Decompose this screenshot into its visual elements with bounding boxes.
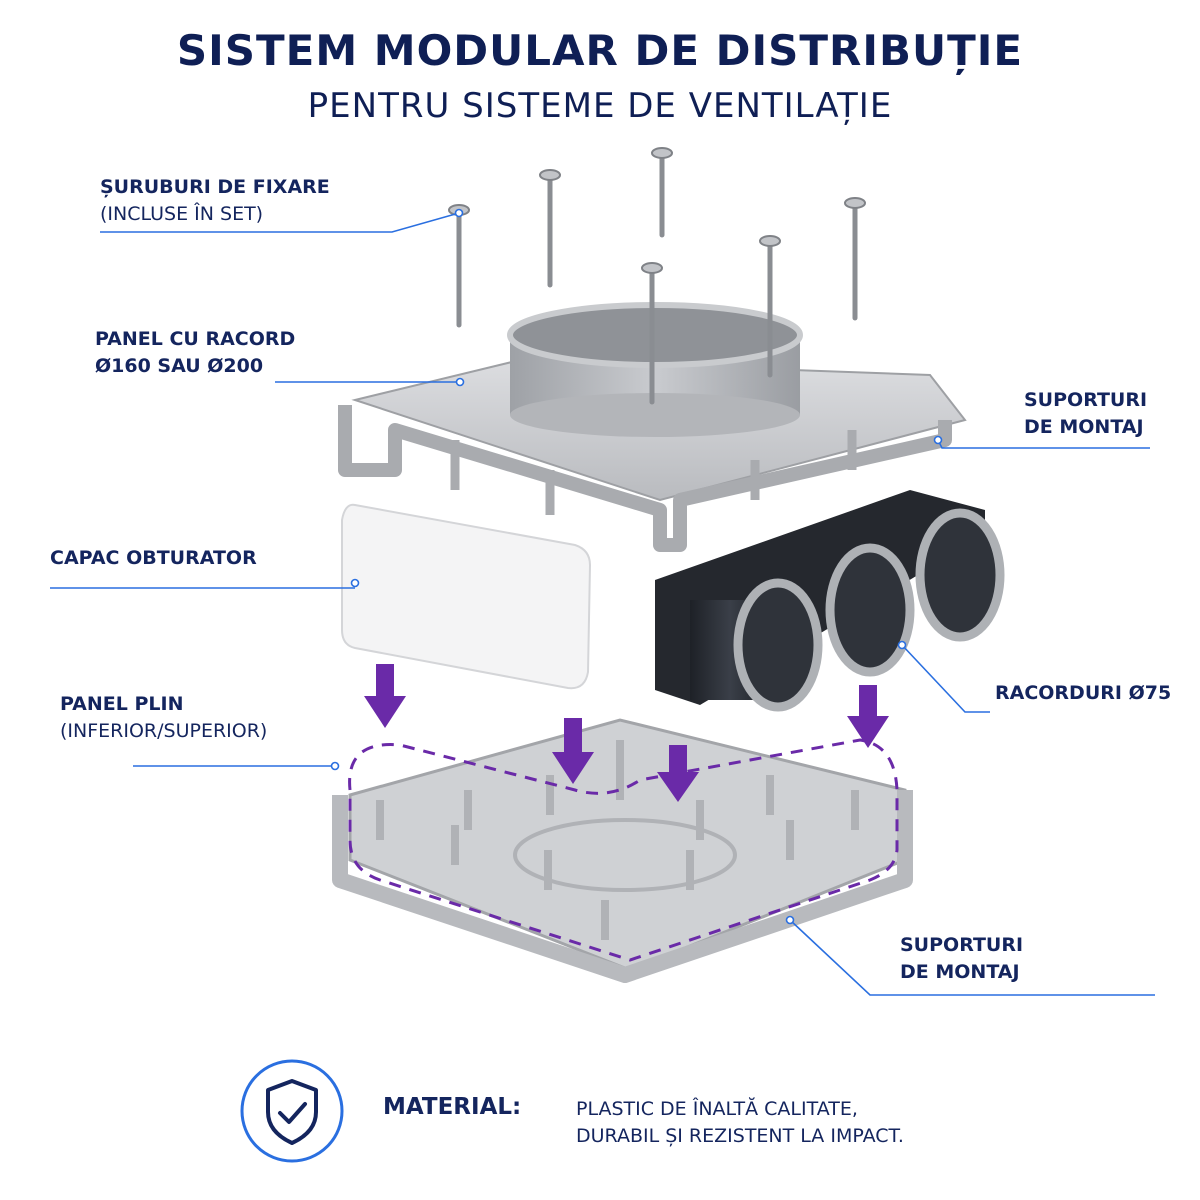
label-cap: CAPAC OBTURATOR (50, 545, 257, 572)
label-racords: RACORDURI Ø75 (995, 680, 1171, 707)
material-line2: DURABIL ȘI REZISTENT LA IMPACT. (576, 1125, 904, 1147)
label-supports-bottom: SUPORTURI DE MONTAJ (900, 932, 1023, 986)
shield-check-icon (238, 1057, 346, 1165)
arrow-down-icon (364, 664, 406, 728)
cap-obturator (341, 503, 592, 690)
assembly-arrows (364, 664, 889, 802)
material-description: PLASTIC DE ÎNALTĂ CALITATE, DURABIL ȘI R… (576, 1096, 904, 1150)
arrow-down-icon (657, 745, 699, 802)
label-supports-top: SUPORTURI DE MONTAJ (1024, 387, 1147, 441)
label-supports-top-line1: SUPORTURI (1024, 389, 1148, 411)
label-panel-racord: PANEL CU RACORD Ø160 SAU Ø200 (95, 326, 295, 380)
label-supports-bottom-line2: DE MONTAJ (900, 961, 1020, 983)
label-panel-plin-title: PANEL PLIN (60, 693, 184, 715)
leader-lines (50, 212, 1155, 996)
page-title: SISTEM MODULAR DE DISTRIBUȚIE (176, 26, 1024, 75)
arrow-down-icon (847, 685, 889, 748)
label-panel-plin: PANEL PLIN (INFERIOR/SUPERIOR) (60, 691, 267, 745)
label-panel-plin-note: (INFERIOR/SUPERIOR) (60, 720, 268, 742)
panel-with-racord (338, 302, 967, 552)
label-panel-racord-size: Ø160 SAU Ø200 (95, 355, 264, 377)
panel-plin (332, 718, 913, 983)
material-line1: PLASTIC DE ÎNALTĂ CALITATE, (576, 1098, 858, 1120)
screw-heads (448, 147, 866, 274)
label-cap-title: CAPAC OBTURATOR (50, 547, 257, 569)
screws (456, 152, 858, 405)
label-racords-title: RACORDURI Ø75 (995, 682, 1172, 704)
material-label: MATERIAL: (383, 1094, 522, 1120)
racords-75 (655, 490, 1005, 712)
arrow-down-icon (552, 718, 594, 784)
label-screws-note: (INCLUSE ÎN SET) (100, 203, 264, 225)
label-screws-title: ȘURUBURI DE FIXARE (100, 176, 330, 198)
dashed-outline (348, 738, 899, 962)
label-screws: ȘURUBURI DE FIXARE (INCLUSE ÎN SET) (100, 174, 330, 228)
page-subtitle: PENTRU SISTEME DE VENTILAȚIE (307, 86, 893, 126)
label-supports-bottom-line1: SUPORTURI (900, 934, 1024, 956)
label-panel-racord-title: PANEL CU RACORD (95, 328, 296, 350)
leader-dots (330, 208, 943, 925)
label-supports-top-line2: DE MONTAJ (1024, 416, 1144, 438)
